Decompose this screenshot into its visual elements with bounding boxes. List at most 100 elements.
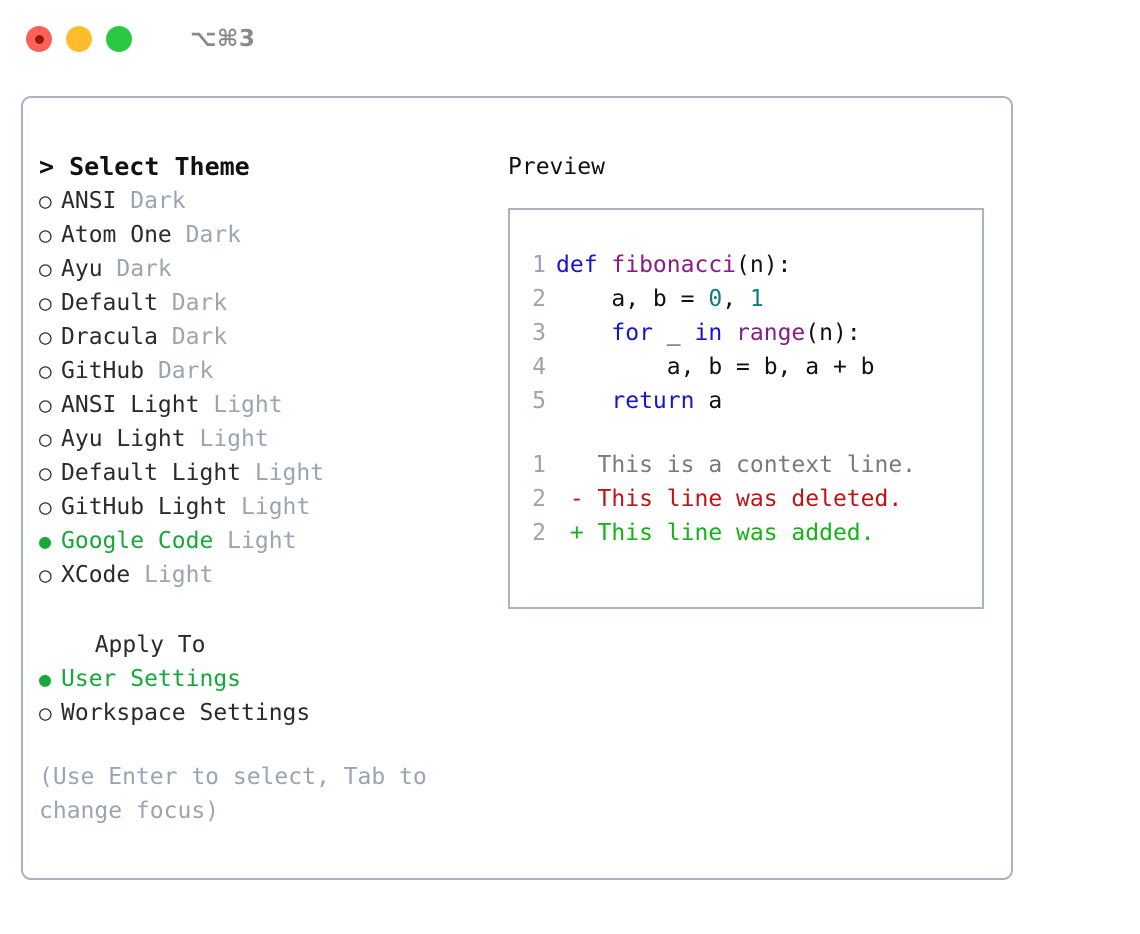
code-token: range [736, 320, 806, 346]
radio-unselected-icon[interactable]: ○ [39, 257, 52, 281]
radio-unselected-icon[interactable]: ○ [39, 291, 52, 315]
radio-unselected-icon[interactable]: ○ [39, 223, 52, 247]
code-token: , [722, 286, 750, 312]
radio-unselected-icon[interactable]: ○ [39, 325, 52, 349]
theme-list[interactable]: ○ANSI Dark○Atom One Dark○Ayu Dark○Defaul… [39, 184, 488, 592]
theme-option-name: ANSI Light [61, 392, 200, 418]
radio-unselected-icon[interactable]: ○ [39, 359, 52, 383]
line-number: 2 [532, 486, 546, 512]
radio-unselected-icon[interactable]: ○ [39, 189, 52, 213]
line-number: 1 [532, 452, 546, 478]
diff-text: This line was deleted. [597, 486, 903, 512]
code-token [556, 388, 611, 414]
theme-variant-tag: Light [199, 392, 283, 418]
line-number: 5 [532, 388, 546, 414]
apply-to-label: Apply To [67, 632, 206, 658]
theme-option-name: Ayu Light [61, 426, 186, 452]
radio-unselected-icon[interactable]: ○ [39, 701, 52, 725]
theme-option-ansi[interactable]: ○ ANSI Dark [39, 184, 488, 218]
line-number: 2 [532, 520, 546, 546]
diff-text: This is a context line. [597, 452, 917, 478]
theme-option-name: Google Code [61, 528, 214, 554]
diff-line-ctx: 1 This is a context line. [510, 448, 982, 482]
theme-variant-tag: Dark [171, 222, 242, 248]
theme-variant-tag: Light [227, 494, 311, 520]
keyboard-hint-text: (Use Enter to select, Tab to change focu… [39, 764, 427, 824]
radio-unselected-icon[interactable]: ○ [39, 563, 52, 587]
code-line: 5 return a [510, 384, 982, 418]
theme-option-name: Default [61, 290, 158, 316]
code-token: (n): [736, 252, 792, 278]
code-token [556, 320, 611, 346]
line-number: 4 [532, 354, 546, 380]
apply-to-list[interactable]: ● User Settings ○ Workspace Settings [39, 662, 488, 730]
theme-option-name: Ayu [61, 256, 103, 282]
theme-option-google-code[interactable]: ●Google Code Light [39, 524, 488, 558]
theme-option-name: XCode [61, 562, 131, 588]
radio-unselected-icon[interactable]: ○ [39, 393, 52, 417]
code-token: return [611, 388, 695, 414]
left-column: > Select Theme ○ANSI Dark○Atom One Dark○… [23, 98, 488, 878]
theme-option-name: Default Light [61, 460, 242, 486]
apply-to-option-name: Workspace Settings [61, 700, 311, 726]
theme-option-name: ANSI [61, 188, 117, 214]
theme-option-ayu[interactable]: ○Ayu Dark [39, 252, 488, 286]
code-token: 0 [708, 286, 723, 312]
theme-option-github[interactable]: ○GitHub Dark [39, 354, 488, 388]
radio-selected-icon[interactable]: ● [39, 667, 52, 691]
diff-marker: + [556, 520, 598, 546]
theme-variant-tag: Light [130, 562, 214, 588]
theme-variant-tag: Dark [116, 188, 186, 214]
theme-option-xcode[interactable]: ○ XCode Light [39, 558, 488, 592]
theme-option-atom-one[interactable]: ○Atom One Dark [39, 218, 488, 252]
theme-option-ayu-light[interactable]: ○Ayu Light Light [39, 422, 488, 456]
code-token: fibonacci [611, 252, 737, 278]
code-line: 1 def fibonacci(n): [510, 248, 982, 282]
code-token: 1 [749, 286, 764, 312]
maximize-button[interactable] [106, 26, 132, 52]
code-line: 2 a, b = 0, 1 [510, 282, 982, 316]
apply-to-option-user-settings[interactable]: ● User Settings [39, 662, 488, 696]
theme-selector-panel: > Select Theme ○ANSI Dark○Atom One Dark○… [21, 96, 1013, 880]
theme-variant-tag: Light [241, 460, 325, 486]
code-token: a [694, 388, 723, 414]
code-token: def [556, 252, 612, 278]
minimize-button[interactable] [66, 26, 92, 52]
keyboard-shortcut-label: ⌥⌘3 [190, 26, 256, 52]
apply-to-option-workspace-settings[interactable]: ○ Workspace Settings [39, 696, 488, 730]
radio-selected-icon[interactable]: ● [39, 529, 52, 553]
theme-option-name: Dracula [61, 324, 158, 350]
code-token: in [694, 320, 723, 346]
select-theme-heading: > Select Theme [39, 152, 250, 181]
close-button[interactable] [26, 26, 52, 52]
title-bar: ⌥⌘3 [0, 0, 1140, 78]
code-token [722, 320, 736, 346]
diff-text: This line was added. [597, 520, 875, 546]
code-token: a, b = b, a + b [556, 354, 875, 380]
radio-unselected-icon[interactable]: ○ [39, 427, 52, 451]
code-token: for [611, 320, 653, 346]
theme-variant-tag: Dark [157, 324, 228, 350]
diff-line-add: 2 + This line was added. [510, 516, 982, 550]
line-number: 2 [532, 286, 546, 312]
theme-option-name: GitHub [61, 358, 145, 384]
preview-heading: Preview [508, 154, 605, 180]
theme-option-github-light[interactable]: ○GitHub Light Light [39, 490, 488, 524]
code-token: (n): [805, 320, 861, 346]
diff-sample: 1 This is a context line.2 - This line w… [510, 448, 982, 550]
theme-option-dracula[interactable]: ○ Dracula Dark [39, 320, 488, 354]
code-token: _ [652, 320, 695, 346]
line-number: 1 [532, 252, 546, 278]
radio-unselected-icon[interactable]: ○ [39, 461, 52, 485]
radio-unselected-icon[interactable]: ○ [39, 495, 52, 519]
theme-variant-tag: Dark [157, 290, 228, 316]
theme-option-ansi-light[interactable]: ○ ANSI Light Light [39, 388, 488, 422]
theme-option-default-light[interactable]: ○ Default Light Light [39, 456, 488, 490]
theme-option-default[interactable]: ○ Default Dark [39, 286, 488, 320]
apply-to-option-name: User Settings [61, 666, 242, 692]
code-line: 3 for _ in range(n): [510, 316, 982, 350]
